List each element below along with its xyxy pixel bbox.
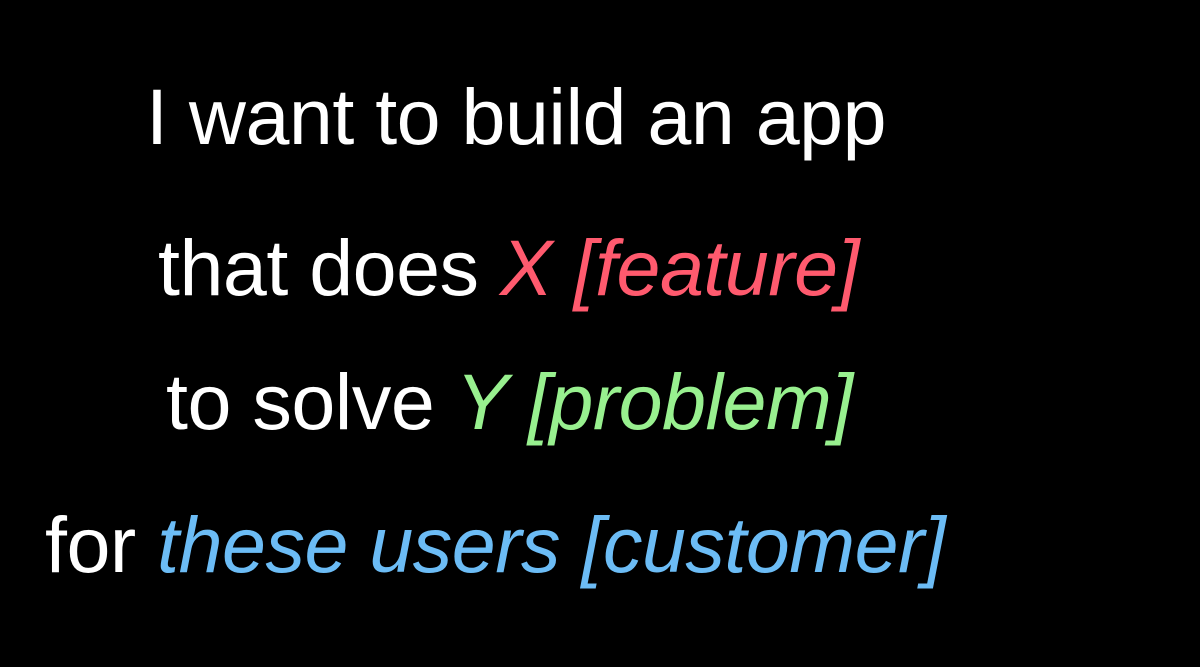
line-1-text: I want to build an app [146, 72, 887, 161]
line-2-text: that does [158, 223, 500, 312]
line-3-text: to solve [166, 357, 456, 446]
problem-placeholder: Y [problem] [455, 357, 854, 446]
feature-placeholder: X [feature] [499, 223, 860, 312]
customer-placeholder: these users [customer] [157, 500, 946, 589]
statement-line-3: to solve Y [problem] [0, 357, 1200, 447]
statement-line-2: that does X [feature] [0, 223, 1200, 313]
statement-line-1: I want to build an app [0, 72, 1200, 162]
statement-line-4: for these users [customer] [0, 500, 1200, 590]
line-4-text: for [45, 500, 158, 589]
